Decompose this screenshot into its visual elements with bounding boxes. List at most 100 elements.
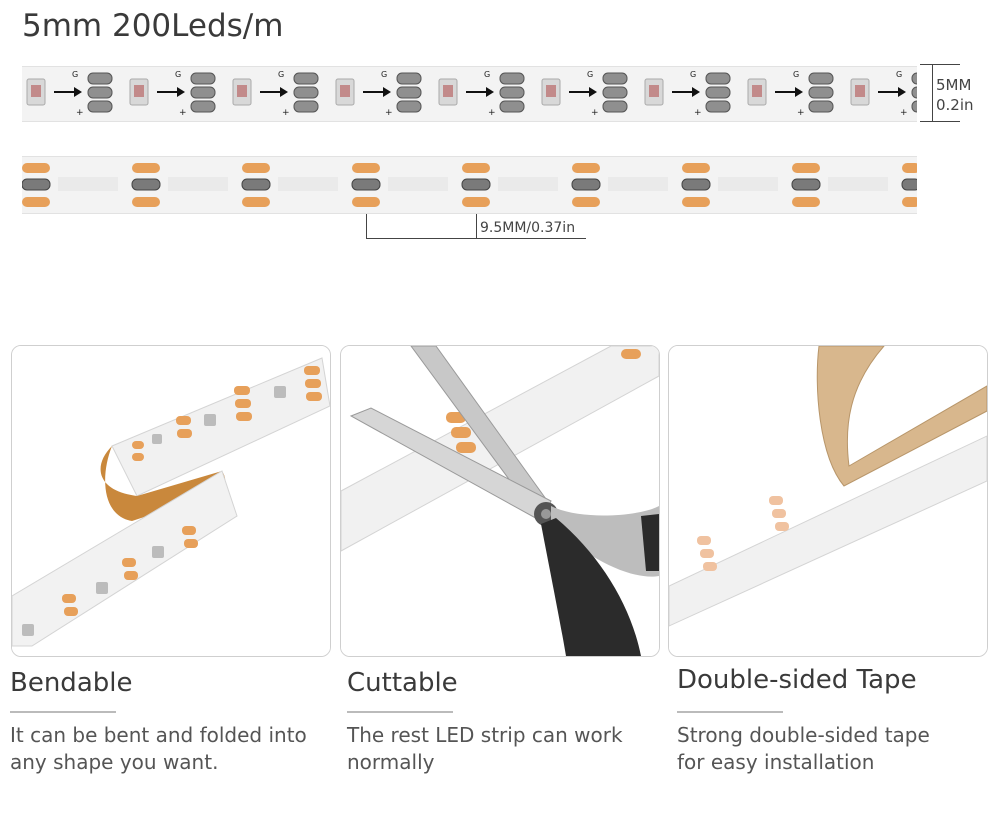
pad-label-plus: +	[385, 108, 393, 118]
led-die	[31, 85, 41, 97]
arrow-right-icon	[486, 87, 494, 97]
copper-pad	[242, 197, 270, 207]
copper-pad	[22, 197, 50, 207]
solder-pad	[87, 100, 113, 113]
solder-pad	[571, 178, 601, 191]
pad-label-ground: G	[381, 70, 387, 79]
page-title: 5mm 200Leds/m	[22, 8, 284, 44]
arrow-right-icon	[795, 87, 803, 97]
width-dimension-tick-top	[920, 64, 960, 65]
solder-pad	[351, 178, 381, 191]
copper-pad	[902, 197, 920, 207]
solder-pad	[705, 72, 731, 85]
strip-trace	[58, 177, 118, 191]
pad-label-plus: +	[76, 108, 84, 118]
pad-label-ground: G	[896, 70, 902, 79]
copper-pad	[462, 163, 490, 173]
pad-label-ground: G	[690, 70, 696, 79]
solder-pad	[602, 72, 628, 85]
pad-label-plus: +	[900, 108, 908, 118]
pad-label-ground: G	[278, 70, 284, 79]
feature-divider-cuttable	[347, 711, 453, 713]
solder-pad	[911, 86, 937, 99]
pitch-label: 9.5MM/0.37in	[480, 220, 576, 236]
feature-desc-line: It can be bent and folded into	[10, 723, 307, 747]
solder-pad	[911, 72, 937, 85]
pitch-dimension-baseline	[366, 238, 586, 239]
pad-label-plus: +	[179, 108, 187, 118]
width-in-label: 0.2in	[936, 96, 974, 114]
width-mm-label: 5MM	[936, 76, 972, 94]
pad-label-plus: +	[797, 108, 805, 118]
copper-pad	[682, 197, 710, 207]
solder-pad	[293, 100, 319, 113]
width-dimension-tick-bottom	[920, 121, 960, 122]
arrow-right-icon	[177, 87, 185, 97]
copper-pad	[572, 197, 600, 207]
feature-title-tape: Double-sided Tape	[677, 665, 917, 695]
solder-pad	[911, 100, 937, 113]
arrow-right-icon	[280, 87, 288, 97]
pad-label-ground: G	[793, 70, 799, 79]
solder-pad	[808, 72, 834, 85]
solder-pad	[461, 178, 491, 191]
solder-pad	[87, 72, 113, 85]
solder-pad	[87, 86, 113, 99]
led-strip-back-graphic	[21, 163, 921, 207]
led-strip-front: G+G+G+G+G+G+G+G+G+	[22, 66, 937, 122]
feature-desc-line: Strong double-sided tape	[677, 723, 930, 747]
feature-desc-bendable: It can be bent and folded into any shape…	[10, 722, 310, 776]
copper-pad	[132, 163, 160, 173]
feature-desc-line: for easy installation	[677, 750, 875, 774]
led-die	[546, 85, 556, 97]
pad-label-plus: +	[694, 108, 702, 118]
solder-pad	[499, 72, 525, 85]
led-strip-back	[21, 156, 921, 214]
feature-desc-line: any shape you want.	[10, 750, 219, 774]
bendable-image	[11, 345, 331, 657]
solder-pad	[499, 100, 525, 113]
arrow-right-icon	[383, 87, 391, 97]
feature-desc-cuttable: The rest LED strip can work normally	[347, 722, 647, 776]
feature-title-bendable: Bendable	[10, 668, 133, 698]
solder-pad	[791, 178, 821, 191]
double-sided-tape-image	[668, 345, 988, 657]
arrow-right-icon	[898, 87, 906, 97]
feature-desc-line: normally	[347, 750, 435, 774]
strip-trace	[498, 177, 558, 191]
pad-label-plus: +	[282, 108, 290, 118]
led-die	[134, 85, 144, 97]
copper-pad	[902, 163, 920, 173]
copper-pad	[352, 163, 380, 173]
strip-trace	[828, 177, 888, 191]
copper-pad	[792, 163, 820, 173]
strip-trace	[388, 177, 448, 191]
solder-pad	[190, 86, 216, 99]
feature-desc-tape: Strong double-sided tape for easy instal…	[677, 722, 977, 776]
solder-pad	[21, 178, 51, 191]
led-die	[855, 85, 865, 97]
solder-pad	[131, 178, 161, 191]
copper-pad	[242, 163, 270, 173]
copper-pad	[22, 163, 50, 173]
copper-pad	[462, 197, 490, 207]
copper-pad	[792, 197, 820, 207]
feature-desc-line: The rest LED strip can work	[347, 723, 623, 747]
pad-label-plus: +	[591, 108, 599, 118]
led-strip-front-graphic: G+G+G+G+G+G+G+G+G+	[26, 70, 937, 118]
solder-pad	[602, 100, 628, 113]
width-dimension-line	[932, 64, 933, 122]
pad-label-ground: G	[72, 70, 78, 79]
feature-title-cuttable: Cuttable	[347, 668, 458, 698]
solder-pad	[396, 100, 422, 113]
solder-pad	[681, 178, 711, 191]
solder-pad	[808, 100, 834, 113]
solder-pad	[190, 100, 216, 113]
led-die	[237, 85, 247, 97]
pitch-dimension-left	[366, 214, 367, 238]
arrow-right-icon	[74, 87, 82, 97]
solder-pad	[901, 178, 921, 191]
strip-trace	[168, 177, 228, 191]
solder-pad	[396, 72, 422, 85]
copper-pad	[132, 197, 160, 207]
